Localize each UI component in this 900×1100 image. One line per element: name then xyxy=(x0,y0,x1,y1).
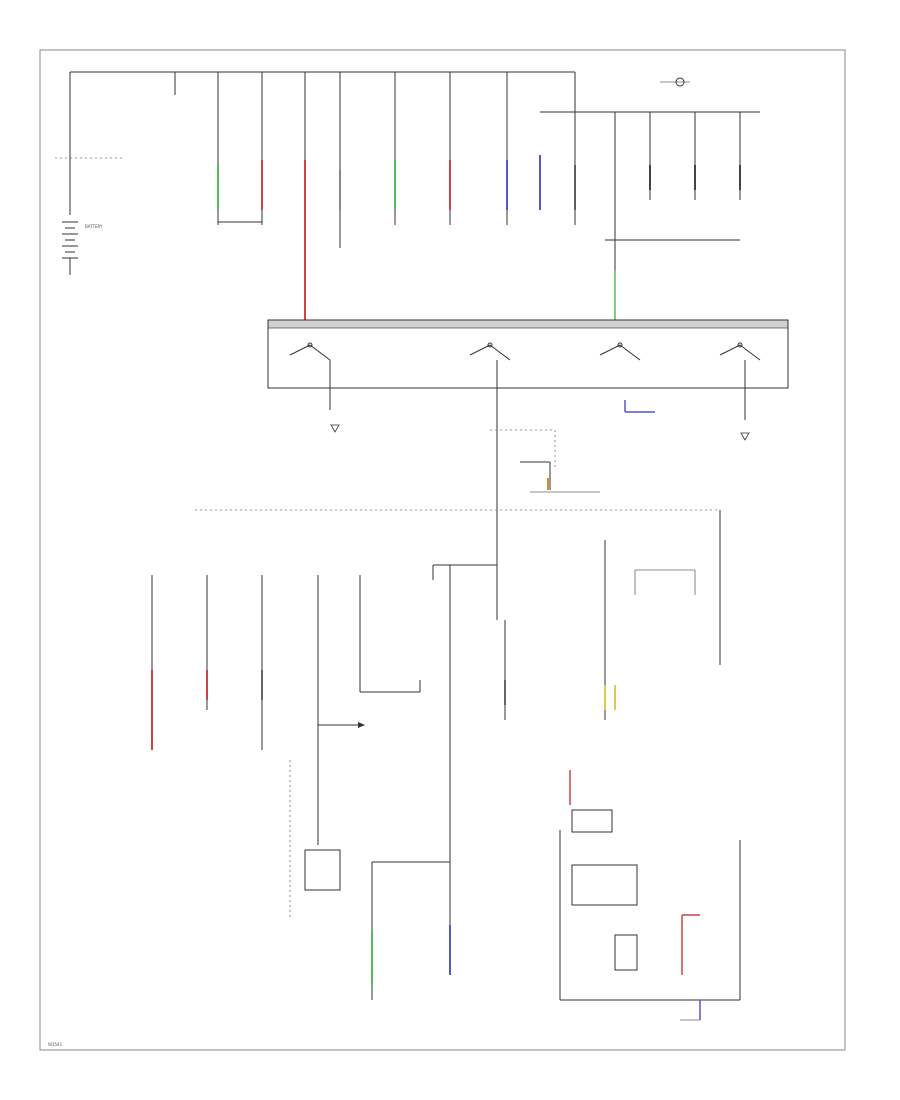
middle-distribution xyxy=(195,429,721,665)
top-colored-wires xyxy=(217,155,576,320)
lower-left-branches xyxy=(151,575,421,920)
bus-bar xyxy=(267,319,789,329)
switch-3 xyxy=(599,342,655,413)
right-fuse-group xyxy=(540,72,760,325)
fuse-box-small xyxy=(614,934,638,971)
battery-symbol xyxy=(62,221,78,275)
top-fuse-section: BATTERY xyxy=(55,71,760,325)
relay-box-1 xyxy=(304,849,341,891)
switch-2 xyxy=(469,342,511,430)
relay-box-2 xyxy=(571,809,613,833)
lower-right-section xyxy=(559,540,741,1021)
relay-box-3 xyxy=(571,864,638,906)
footer-code: W3541 xyxy=(48,1042,63,1047)
relay-bus-section xyxy=(267,319,789,441)
switch-4 xyxy=(719,342,761,420)
center-column xyxy=(371,564,506,1000)
battery-label: BATTERY xyxy=(85,224,103,229)
diagram-border xyxy=(39,49,846,1051)
switch-1 xyxy=(289,342,331,410)
ignition-switch-box xyxy=(267,319,789,389)
